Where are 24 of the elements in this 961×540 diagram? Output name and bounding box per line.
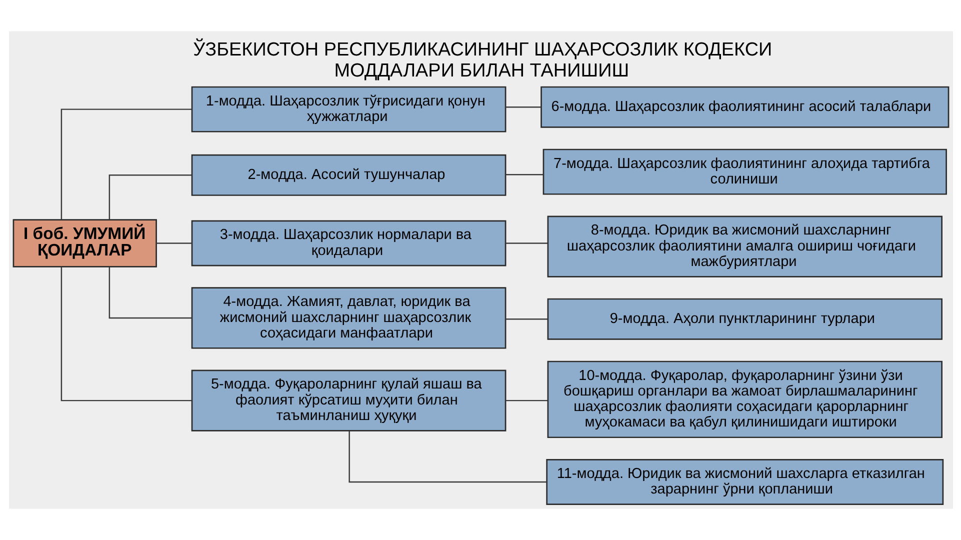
connector	[505, 242, 548, 244]
node-box: 2-модда. Асосий тушунчалар	[190, 154, 506, 196]
node-box: 8-модда. Юридик ва жисмоний шахсларнинг шаҳарсозлик фаолиятини амалга ошириш чоғидаги мажбуриятлари	[546, 216, 942, 278]
node-box: 10-модда. Фуқаролар, фуқароларнинг ўзини ўзи бошқариш органлари ва жамоат бирлашмаларининг шаҳарсозлик фаолияти соҳасидаги қарорларнинг муҳокамаси ва қабул қилинишидаги иштироки	[546, 360, 942, 438]
connector	[505, 174, 543, 176]
node-box: 11-модда. Юридик ва жисмоний шахсларга етказилган зарарнинг ўрни қопланиши	[546, 459, 944, 505]
connector	[156, 242, 192, 244]
diagram-title: ЎЗБЕКИСТОН РЕСПУБЛИКАСИНИНГ ШАҲАРСОЗЛИК КОДЕКСИ МОДДАЛАРИ БИЛАН ТАНИШИШ	[192, 39, 772, 82]
connector	[60, 108, 192, 220]
node-box: 4-модда. Жамият, давлат, юридик ва жисмоний шахсларнинг шаҳарсозлик соҳасидаги манфаатлари	[190, 287, 506, 349]
node-box: I боб. УМУМИЙ ҚОИДАЛАР	[12, 219, 156, 268]
connector	[108, 174, 192, 220]
connector	[505, 400, 548, 402]
connector	[505, 106, 541, 108]
connector	[348, 430, 546, 483]
node-box: 3-модда. Шаҳарсозлик нормалари ва қоидалари	[190, 220, 506, 266]
connector	[108, 266, 192, 319]
node-box: 7-модда. Шаҳарсозлик фаолиятининг алоҳида тартибга солиниши	[542, 148, 946, 195]
connector	[505, 318, 548, 320]
node-box: 5-модда. Фуқароларнинг қулай яшаш ва фаолият кўрсатиш муҳити билан таъминланиш ҳуқуқи	[190, 370, 506, 432]
connector	[60, 266, 192, 402]
node-box: 6-модда. Шаҳарсозлик фаолиятининг асосий талаблари	[540, 86, 949, 128]
node-box: 1-модда. Шаҳарсозлик тўғрисидаги қонун ҳужжатлари	[190, 86, 506, 132]
node-box: 9-модда. Аҳоли пунктларининг турлари	[546, 298, 942, 340]
